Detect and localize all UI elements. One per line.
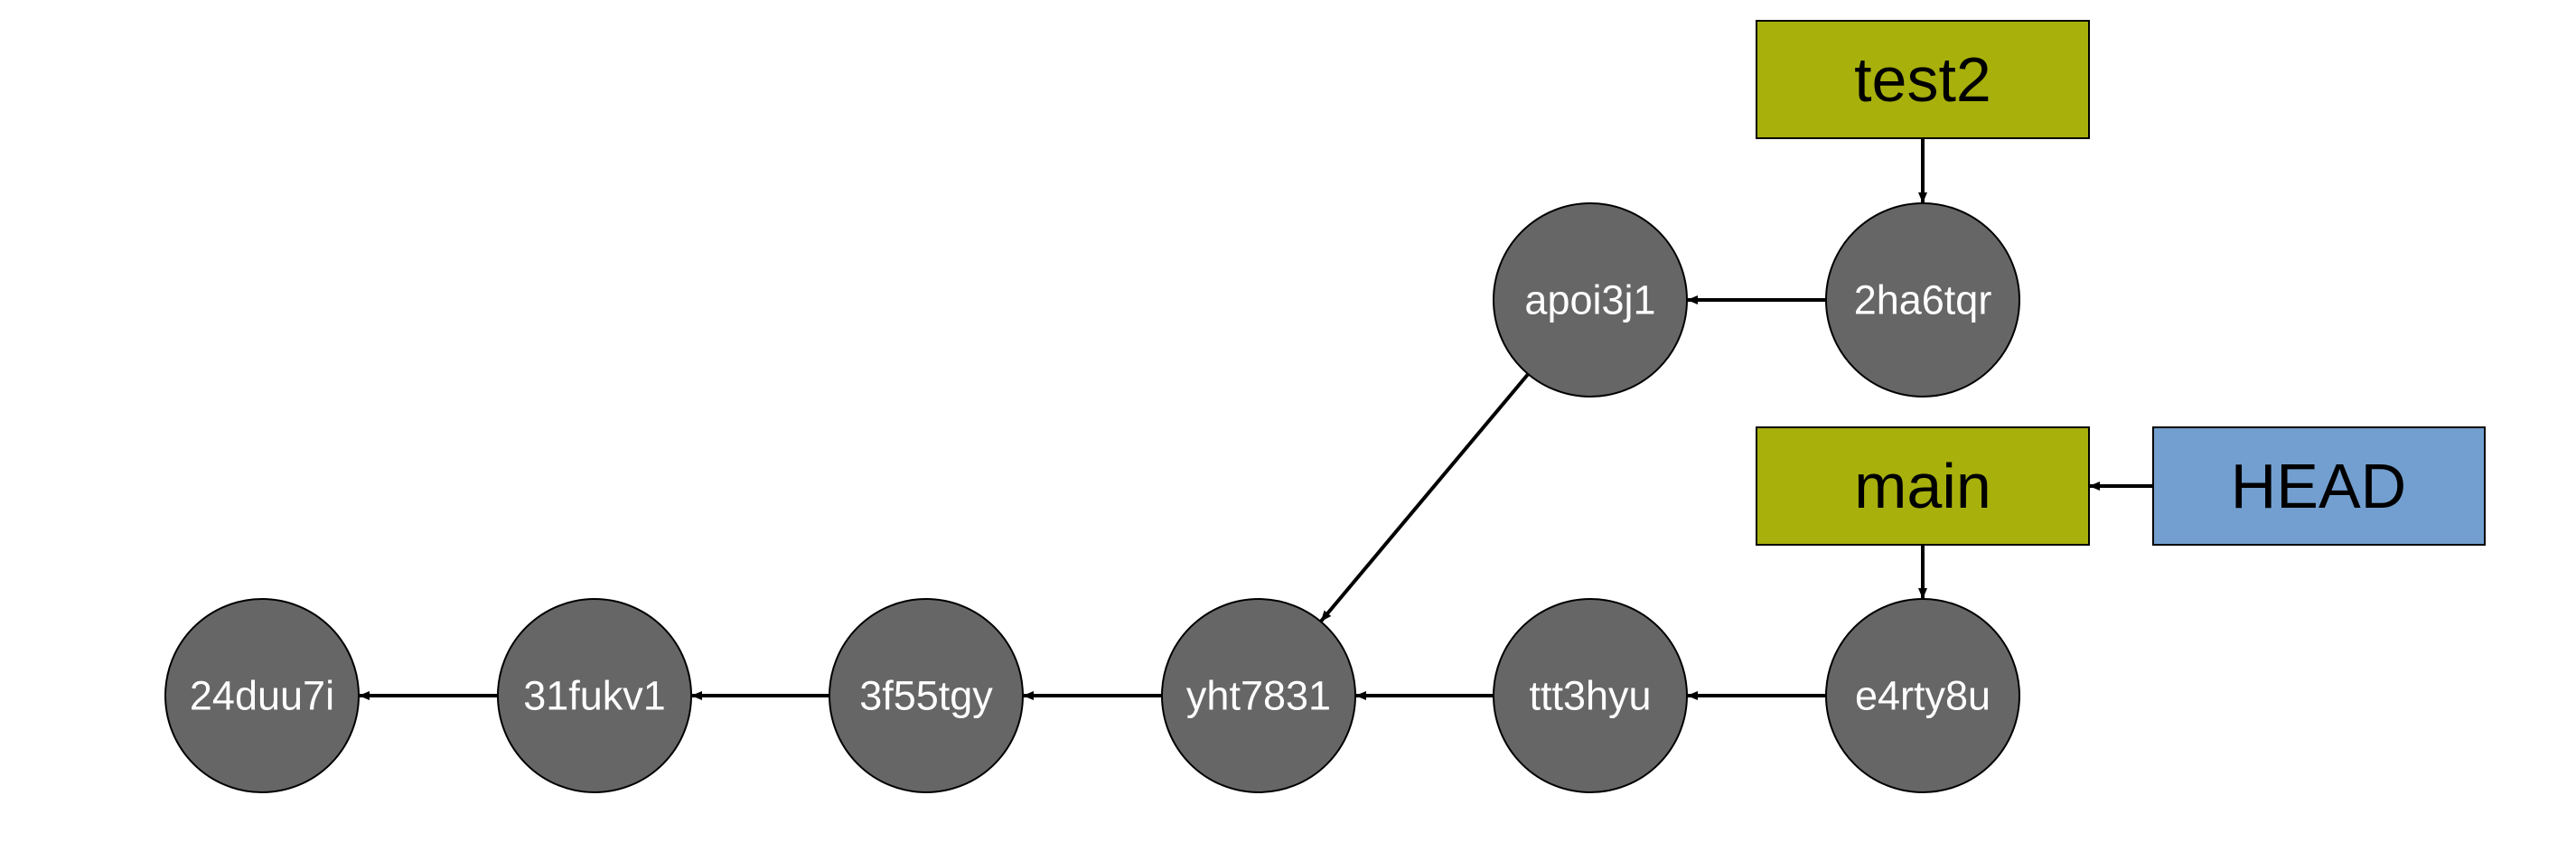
commit-node-e4rty8u[interactable]: e4rty8u [1825, 598, 2020, 793]
commit-hash-label: 3f55tgy [859, 673, 993, 719]
commit-node-apoi3j1[interactable]: apoi3j1 [1493, 202, 1688, 398]
commit-node-31fukv1[interactable]: 31fukv1 [497, 598, 692, 793]
commit-hash-label: ttt3hyu [1529, 673, 1651, 719]
head-box [2152, 426, 2486, 546]
commit-circle [1493, 598, 1688, 793]
branch-ref-test2[interactable]: test2 [1756, 20, 2090, 139]
commit-circle [1825, 598, 2020, 793]
commit-hash-label: apoi3j1 [1524, 277, 1655, 323]
branch-ref-main[interactable]: main [1756, 426, 2090, 546]
commit-circle [1161, 598, 1356, 793]
branch-box [1756, 426, 2090, 546]
commit-node-yht7831[interactable]: yht7831 [1161, 598, 1356, 793]
commit-circle [164, 598, 360, 793]
commit-node-24duu7i[interactable]: 24duu7i [164, 598, 360, 793]
head-ref[interactable]: HEAD [2152, 426, 2486, 546]
commit-node-2ha6tqr[interactable]: 2ha6tqr [1825, 202, 2020, 398]
branch-label: main [1854, 451, 1991, 521]
commit-circle [829, 598, 1024, 793]
commit-hash-label: yht7831 [1186, 673, 1331, 719]
edges [359, 138, 2153, 700]
commit-hash-label: 24duu7i [190, 673, 334, 719]
branch-label: test2 [1854, 44, 1991, 115]
commit-hash-label: e4rty8u [1855, 673, 1991, 719]
commit-circle [497, 598, 692, 793]
commit-hash-label: 31fukv1 [523, 673, 666, 719]
head-label: HEAD [2231, 451, 2406, 521]
commit-circle [1493, 202, 1688, 398]
commit-hash-label: 2ha6tqr [1854, 277, 1992, 323]
edge-arrow-capoi3j1-to-cyht7831 [1319, 372, 1530, 623]
branch-box [1756, 20, 2090, 139]
commit-node-3f55tgy[interactable]: 3f55tgy [829, 598, 1024, 793]
commit-circle [1825, 202, 2020, 398]
commit-node-ttt3hyu[interactable]: ttt3hyu [1493, 598, 1688, 793]
